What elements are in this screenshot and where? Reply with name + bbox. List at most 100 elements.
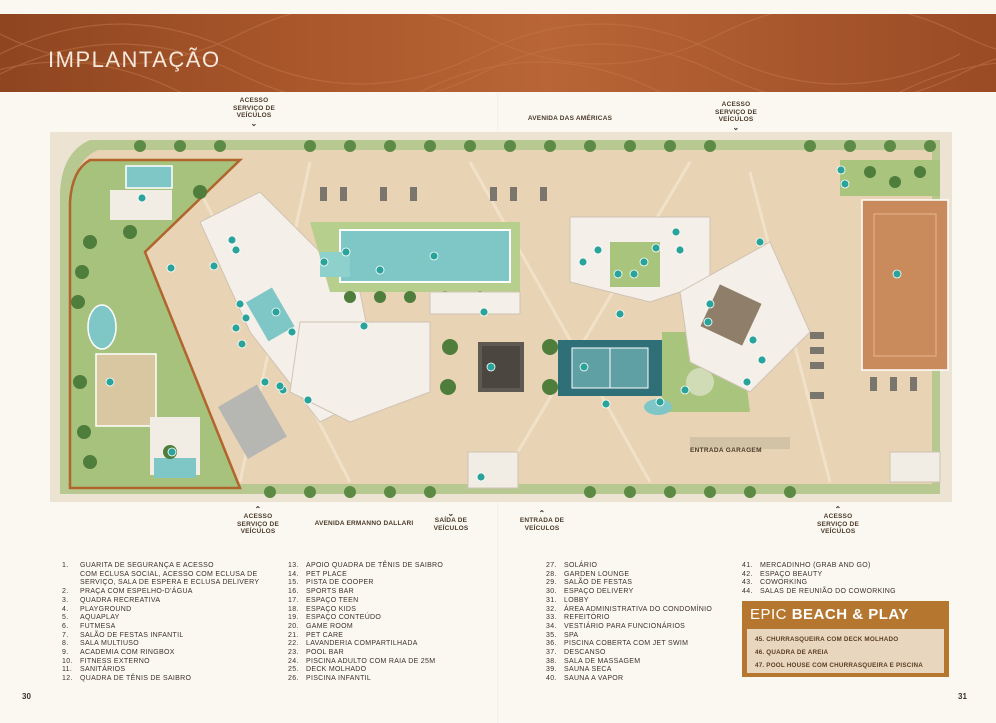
legend-item: 27. SOLÁRIO [546,562,736,571]
legend-number: 34. [546,622,557,630]
legend-text: APOIO QUADRA DE TÊNIS DE SAIBRO [306,562,444,569]
legend-item: 32.ÁREA ADMINISTRATIVA DO CONDOMÍNIO [546,606,736,615]
chevron-up-icon: ⌃ [254,505,262,514]
road-label-text: ACESSO SERVIÇO DE VEÍCULOS [233,97,275,119]
legend-text: ESPAÇO TEEN [306,596,359,604]
legend-text: GARDEN LOUNGE [564,570,630,578]
legend-text: SOLÁRIO [564,562,598,569]
legend-text: QUADRA RECREATIVA [80,596,161,604]
road-label-saida: ⌄ SAÍDA DE VEÍCULOS [425,510,477,532]
legend-number: 36. [546,640,557,648]
legend-number: 24. [288,657,299,665]
legend-item: 16.SPORTS BAR [288,588,538,597]
legend-number: 38. [546,657,557,665]
road-label-top-right-access: ACESSO SERVIÇO DE VEÍCULOS ⌄ [708,101,764,131]
legend-item: 7.SALÃO DE FESTAS INFANTIL [62,632,287,641]
legend-number: 33. [546,614,557,622]
legend-item: 21.PET CARE [288,632,538,641]
legend-text: SPA [564,631,579,639]
legend-number: 6. [62,622,69,630]
legend-text: POOL BAR [306,649,344,657]
header-pattern [0,14,996,92]
legend-number: 43. [742,579,753,587]
chevron-down-icon: ⌄ [447,509,455,518]
legend-item: 29.SALÃO DE FESTAS [546,579,736,588]
legend-item: 37.DESCANSO [546,649,736,658]
legend-text: QUADRA DE TÊNIS DE SAIBRO [80,675,192,683]
road-label-text: ENTRADA DE VEÍCULOS [519,517,565,532]
legend-text: DESCANSO [564,649,606,657]
legend-number: 13. [288,562,299,569]
legend-item: 30.ESPAÇO DELIVERY [546,588,736,597]
road-label-bottom-left-access: ⌃ ACESSO SERVIÇO DE VEÍCULOS [230,506,286,536]
legend-item: 5.AQUAPLAY [62,614,287,623]
legend-item: 20.GAME ROOM [288,623,538,632]
page-header: IMPLANTAÇÃO [0,14,996,92]
legend-text: PISCINA COBERTA COM JET SWIM [564,640,689,648]
legend-text: ÁREA ADMINISTRATIVA DO CONDOMÍNIO [564,605,713,613]
legend-text: VESTIÁRIO PARA FUNCIONÁRIOS [564,622,686,630]
road-label-text: SAÍDA DE VEÍCULOS [433,517,469,532]
road-label-avenida-top: AVENIDA DAS AMÉRICAS [500,115,640,123]
chevron-down-icon: ⌄ [732,122,740,132]
road-label-entrada: ⌃ ENTRADA DE VEÍCULOS [514,510,570,532]
legend-text: SALA MULTIUSO [80,640,140,648]
legend-item: 4.PLAYGROUND [62,606,287,615]
legend-number: 23. [288,649,299,657]
chevron-down-icon: ⌄ [250,118,258,128]
legend-text: GAME ROOM [306,622,354,630]
page-number-right: 31 [958,692,967,701]
legend-number: 31. [546,596,557,604]
legend-text: FUTMESA [80,622,116,630]
legend-number: 30. [546,588,557,596]
legend-column-2: 13. APOIO QUADRA DE TÊNIS DE SAIBRO 14.PET… [288,562,538,684]
legend-item: 6. FUTMESA [62,623,287,632]
legend-item: 18.ESPAÇO KIDS [288,606,538,615]
legend-item: 39.SAUNA SECA [546,666,736,675]
legend-text: SPORTS BAR [306,588,354,596]
legend-item: 3.QUADRA RECREATIVA [62,597,287,606]
legend-item: 19.ESPAÇO CONTEÚDO [288,614,538,623]
legend-item: 31.LOBBY [546,597,736,606]
legend-item: 9.ACADEMIA COM RINGBOX [62,649,287,658]
road-label-avenida-bottom: AVENIDA ERMANNO DALLARI [294,520,434,528]
legend-item: 22.LAVANDERIA COMPARTILHADA [288,640,538,649]
legend-text: MERCADINHO (GRAB AND GO) [760,562,871,569]
legend-text: SALÃO DE FESTAS [564,579,633,587]
legend-number: 19. [288,614,299,622]
road-label-text: ACESSO SERVIÇO DE VEÍCULOS [237,513,279,535]
legend-number: 2. [62,588,69,596]
legend-item: 40. SAUNA A VAPOR [546,675,736,684]
road-label-text: AVENIDA DAS AMÉRICAS [527,115,613,122]
legend-text: ACADEMIA COM RINGBOX [80,649,175,657]
legend-item: 14.PET PLACE [288,571,538,580]
legend-item: 35.SPA [546,632,736,641]
legend-text: GUARITA DE SEGURANÇA E ACESSO COM ECLUSA… [80,562,260,587]
legend-text: PISCINA ADULTO COM RAIA DE 25M [306,657,436,665]
legend-item: 12.QUADRA DE TÊNIS DE SAIBRO [62,675,287,684]
road-label-text: AVENIDA ERMANNO DALLARI [314,520,414,527]
legend-item: 33.REFEITÓRIO [546,614,736,623]
legend-item: 17.ESPAÇO TEEN [288,597,538,606]
legend-text: LAVANDERIA COMPARTILHADA [306,640,418,648]
legend-item: 42.ESPAÇO BEAUTY [742,571,952,580]
legend-number: 40. [546,675,557,683]
legend-number: 21. [288,631,299,639]
legend-number: 41. [742,562,753,569]
legend-item: 26.PISCINA INFANTIL [288,675,538,684]
legend-text: SAUNA SECA [564,666,612,674]
legend-text: PLAYGROUND [80,605,132,613]
legend-text: PISTA DE COOPER [306,579,374,587]
legend-item: 8.SALA MULTIUSO [62,640,287,649]
legend-text: SAUNA A VAPOR [564,675,624,683]
legend-text: SALAS DE REUNIÃO DO COWORKING [760,588,896,596]
epic-item: 47. POOL HOUSE COM CHURRASQUEIRA E PISCI… [755,662,923,669]
legend-text: FITNESS EXTERNO [80,657,150,665]
legend-item: 13. APOIO QUADRA DE TÊNIS DE SAIBRO [288,562,538,571]
legend-number: 27. [546,562,557,569]
epic-beach-play-box: EPIC BEACH & PLAY 45. CHURRASQUEIRA COM … [742,601,949,677]
legend-item: 15.PISTA DE COOPER [288,579,538,588]
legend-text: SALA DE MASSAGEM [564,657,641,665]
legend-item: 24. PISCINA ADULTO COM RAIA DE 25M [288,658,538,667]
legend-number: 28. [546,570,557,578]
